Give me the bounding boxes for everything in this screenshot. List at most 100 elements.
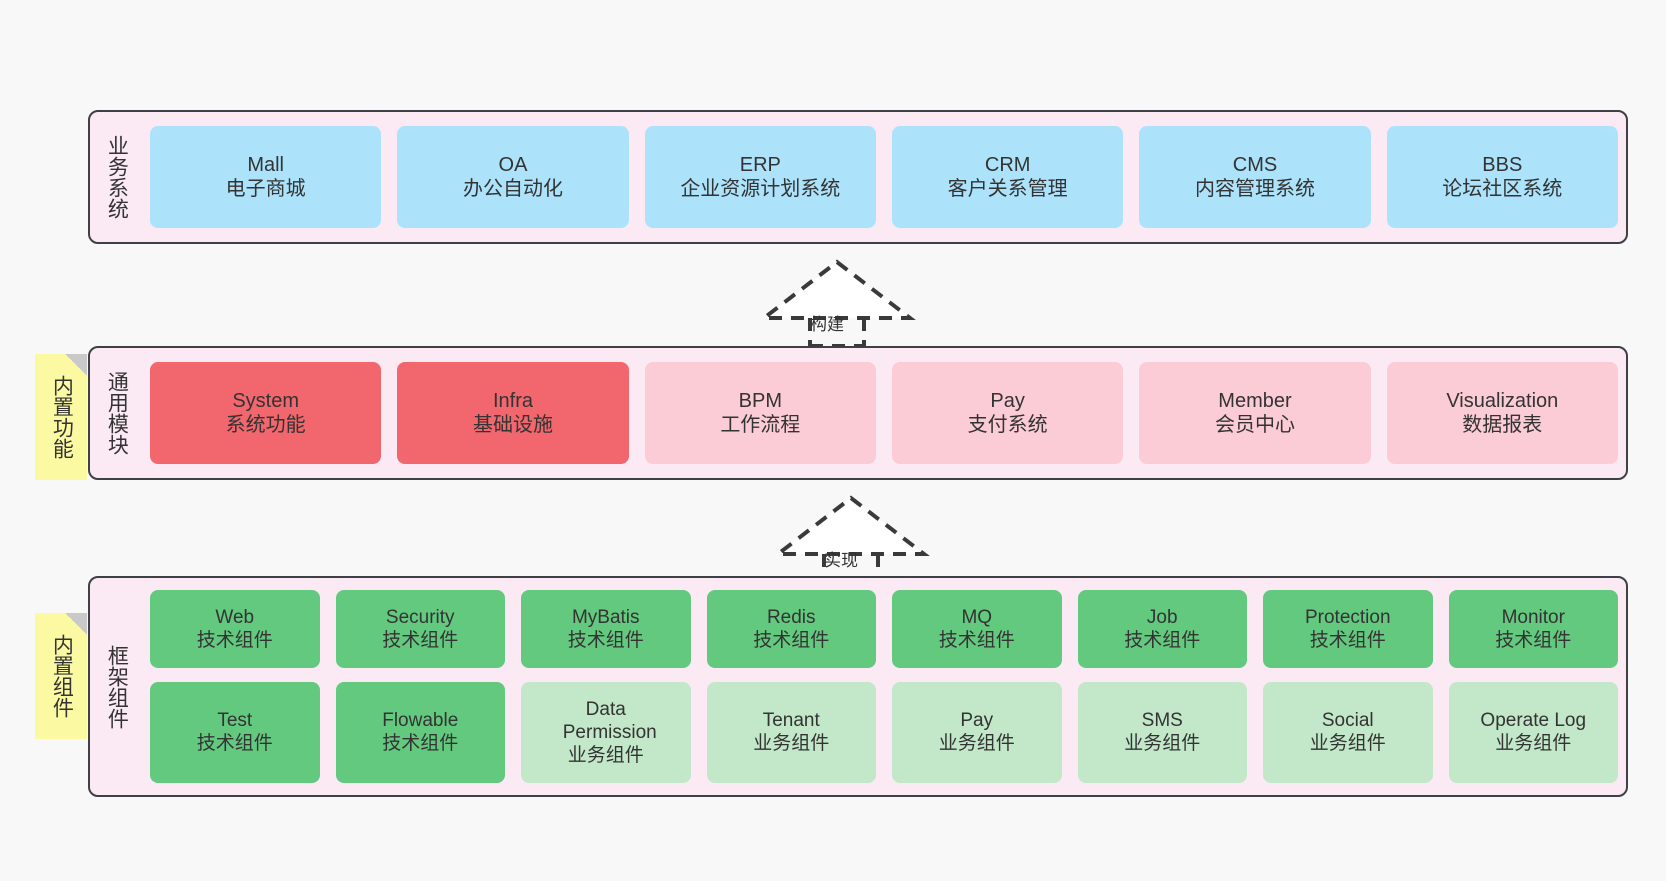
card-title-en: Pay	[960, 710, 994, 732]
card-title-en: SMS	[1141, 710, 1183, 732]
card-slot: MyBatis 技术组件	[513, 590, 699, 668]
card-title-en: BBS	[1482, 153, 1523, 176]
card-title-en: Member	[1218, 389, 1292, 412]
card-social[interactable]: Social 业务组件	[1263, 681, 1433, 784]
layer-title-business-system: 业务系统	[105, 135, 129, 219]
note-builtin-feature-label: 内置功能	[50, 375, 74, 459]
card-title-cn: 技术组件	[382, 629, 459, 651]
card-title-cn: 技术组件	[382, 733, 459, 755]
card-slot: Pay 支付系统	[884, 348, 1131, 478]
note-builtin-component: 内置组件	[35, 613, 87, 739]
card-job[interactable]: Job 技术组件	[1077, 590, 1247, 668]
card-title-en: Monitor	[1501, 606, 1565, 628]
card-infra[interactable]: Infra 基础设施	[397, 362, 629, 464]
card-web[interactable]: Web 技术组件	[150, 590, 320, 668]
card-erp[interactable]: ERP 企业资源计划系统	[644, 126, 876, 228]
card-bbs[interactable]: BBS 论坛社区系统	[1386, 126, 1618, 228]
card-title-cn: 技术组件	[1124, 629, 1201, 651]
card-title-cn: 业务组件	[753, 733, 830, 755]
card-slot: BBS 论坛社区系统	[1379, 112, 1626, 242]
card-slot: OA 办公自动化	[389, 112, 636, 242]
note-fold-corner-icon	[65, 354, 87, 376]
card-title-cn: 系统功能	[225, 414, 306, 436]
card-mall[interactable]: Mall 电子商城	[150, 126, 382, 228]
card-title-en: Infra	[492, 389, 533, 412]
card-visualization[interactable]: Visualization 数据报表	[1386, 362, 1618, 464]
card-slot: SMS 业务组件	[1070, 681, 1256, 784]
card-slot: Test 技术组件	[142, 681, 328, 784]
card-redis[interactable]: Redis 技术组件	[706, 590, 876, 668]
card-slot: Flowable 技术组件	[328, 681, 514, 784]
card-title-cn: 技术组件	[1309, 629, 1386, 651]
card-title-en: Social	[1321, 710, 1374, 732]
card-slot: System 系统功能	[142, 348, 389, 478]
card-title-cn: 业务组件	[1495, 733, 1572, 755]
card-slot: Social 业务组件	[1255, 681, 1441, 784]
card-slot: Redis 技术组件	[699, 590, 885, 668]
connector-build: 构建	[742, 256, 932, 348]
card-title-cn: 业务组件	[938, 733, 1015, 755]
card-slot: Member 会员中心	[1131, 348, 1378, 478]
card-pay-business[interactable]: Pay 业务组件	[892, 681, 1062, 784]
connector-implement-label: 实现	[824, 551, 858, 570]
card-sms[interactable]: SMS 业务组件	[1077, 681, 1247, 784]
card-test[interactable]: Test 技术组件	[150, 681, 320, 784]
card-title-cn: 办公自动化	[462, 178, 563, 200]
card-title-cn: 技术组件	[938, 629, 1015, 651]
layer-common-module: 通用模块 System 系统功能 Infra 基础设施 BPM 工作流程	[88, 346, 1628, 480]
card-title-en: Data Permission	[562, 698, 657, 743]
card-title-cn: 支付系统	[967, 414, 1048, 436]
card-data-permission[interactable]: Data Permission 业务组件	[521, 681, 691, 784]
connector-build-label: 构建	[810, 315, 844, 334]
card-title-cn: 技术组件	[196, 629, 273, 651]
card-title-en: Tenant	[762, 710, 820, 732]
layer-title-common-module: 通用模块	[105, 371, 129, 455]
card-title-en: OA	[498, 153, 528, 176]
card-slot: Job 技术组件	[1070, 590, 1256, 668]
card-title-en: Flowable	[382, 710, 459, 732]
card-slot: MQ 技术组件	[884, 590, 1070, 668]
card-title-cn: 技术组件	[753, 629, 830, 651]
card-title-cn: 客户关系管理	[947, 178, 1068, 200]
card-cms[interactable]: CMS 内容管理系统	[1139, 126, 1371, 228]
card-title-en: Web	[215, 606, 255, 628]
card-title-cn: 业务组件	[1124, 733, 1201, 755]
note-fold-corner-icon	[65, 613, 87, 635]
card-tenant[interactable]: Tenant 业务组件	[706, 681, 876, 784]
card-bpm[interactable]: BPM 工作流程	[644, 362, 876, 464]
card-title-cn: 企业资源计划系统	[680, 178, 841, 200]
card-flowable[interactable]: Flowable 技术组件	[335, 681, 505, 784]
card-crm[interactable]: CRM 客户关系管理	[891, 126, 1124, 228]
card-member[interactable]: Member 会员中心	[1139, 362, 1371, 464]
card-title-en: Mall	[247, 153, 284, 176]
card-monitor[interactable]: Monitor 技术组件	[1448, 590, 1618, 668]
card-title-cn: 会员中心	[1214, 414, 1295, 436]
card-oa[interactable]: OA 办公自动化	[397, 126, 629, 228]
card-title-cn: 基础设施	[472, 414, 553, 436]
card-security[interactable]: Security 技术组件	[335, 590, 505, 668]
card-title-en: Test	[217, 710, 253, 732]
card-slot: Operate Log 业务组件	[1441, 681, 1627, 784]
card-title-en: Protection	[1304, 606, 1391, 628]
connector-implement: 实现	[756, 492, 946, 584]
card-slot: CMS 内容管理系统	[1131, 112, 1378, 242]
card-operate-log[interactable]: Operate Log 业务组件	[1448, 681, 1618, 784]
card-row-common-module: System 系统功能 Infra 基础设施 BPM 工作流程 Pay	[142, 348, 1626, 478]
card-system[interactable]: System 系统功能	[150, 362, 382, 464]
card-mq[interactable]: MQ 技术组件	[892, 590, 1062, 668]
card-mybatis[interactable]: MyBatis 技术组件	[521, 590, 691, 668]
card-title-cn: 数据报表	[1462, 414, 1543, 436]
card-title-en: ERP	[739, 153, 781, 176]
card-title-en: MyBatis	[571, 606, 640, 628]
card-slot: Pay 业务组件	[884, 681, 1070, 784]
card-protection[interactable]: Protection 技术组件	[1263, 590, 1433, 668]
card-title-en: System	[232, 389, 299, 412]
card-slot: BPM 工作流程	[637, 348, 884, 478]
card-title-en: BPM	[738, 389, 782, 412]
card-title-en: CRM	[984, 153, 1031, 176]
card-slot: Web 技术组件	[142, 590, 328, 668]
card-title-en: Job	[1146, 606, 1178, 628]
card-pay[interactable]: Pay 支付系统	[891, 362, 1124, 464]
card-slot: Tenant 业务组件	[699, 681, 885, 784]
